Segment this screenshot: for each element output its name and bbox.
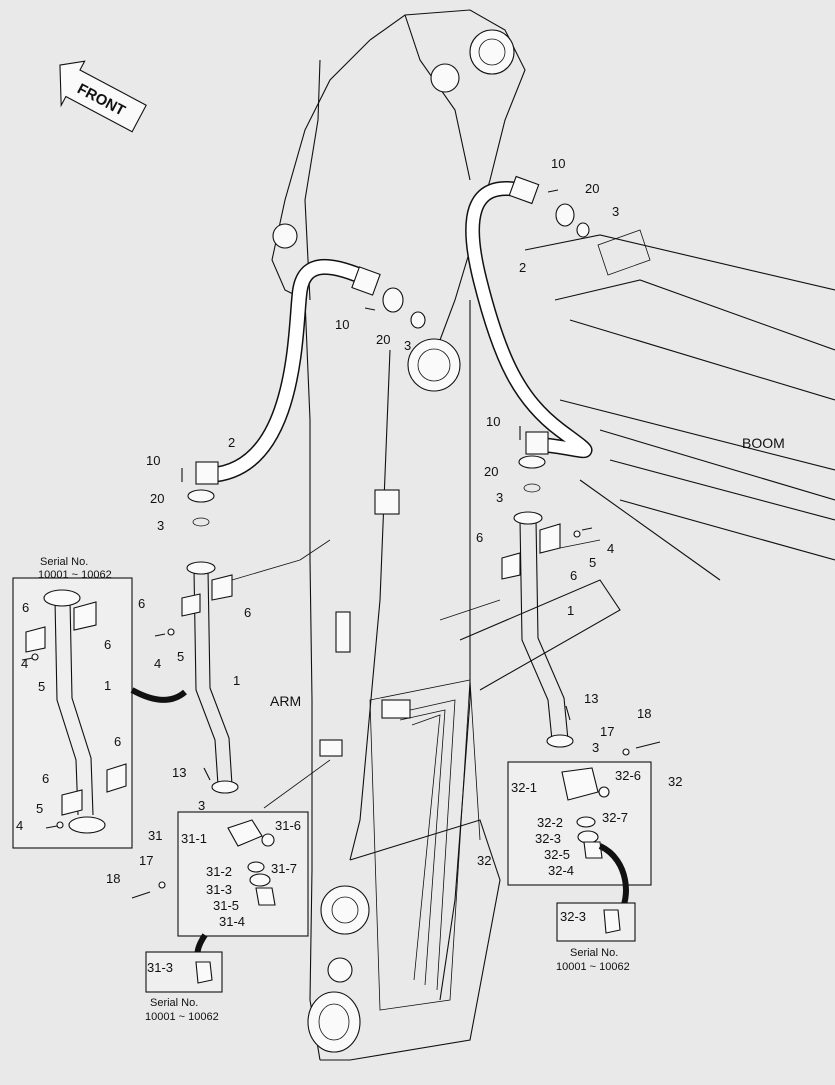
arm-label: ARM — [270, 693, 301, 709]
callout: 6 — [244, 605, 251, 620]
callout: 32-1 — [511, 780, 537, 795]
serial-inset-left: Serial No. 10001 ~ 10062 — [12, 556, 133, 849]
serial-heading-31: Serial No. — [150, 997, 198, 1009]
callout: 5 — [38, 679, 45, 694]
callout: 20 — [484, 464, 498, 479]
callout: 6 — [138, 596, 145, 611]
front-arrow: FRONT — [59, 60, 147, 133]
arm: ARM — [270, 39, 621, 1061]
callout: 2 — [228, 435, 235, 450]
callout: 20 — [376, 332, 390, 347]
callout: 18 — [106, 871, 120, 886]
callout: 10 — [335, 317, 349, 332]
callout: 32-2 — [537, 815, 563, 830]
callout: 5 — [36, 801, 43, 816]
callout: 2 — [519, 260, 526, 275]
callout: 10 — [146, 453, 160, 468]
callout: 4 — [21, 656, 28, 671]
callout: 4 — [154, 656, 161, 671]
callout: 31-7 — [271, 861, 297, 876]
callout: 32-3 — [535, 831, 561, 846]
inset-32-3: Serial No. 10001 ~ 10062 — [556, 902, 636, 973]
pipe-left — [181, 561, 239, 794]
callout: 3 — [592, 740, 599, 755]
callout: 31-2 — [206, 864, 232, 879]
inset-31-3: Serial No. 10001 ~ 10062 — [145, 951, 223, 1023]
assembly-31-box — [177, 811, 309, 937]
callout: 13 — [172, 765, 186, 780]
hose-flanges — [187, 203, 590, 527]
callout: 10 — [551, 156, 565, 171]
serial-range-32: 10001 ~ 10062 — [556, 961, 630, 973]
callout: 32-6 — [615, 768, 641, 783]
callout: 1 — [567, 603, 574, 618]
callout: 5 — [589, 555, 596, 570]
callout: 31-5 — [213, 898, 239, 913]
arm-pin-boss — [407, 338, 461, 392]
callout: 31-6 — [275, 818, 301, 833]
callout: 5 — [177, 649, 184, 664]
bolts — [21, 189, 661, 899]
callout: 20 — [585, 181, 599, 196]
callout: 32 — [668, 774, 682, 789]
callout: 18 — [637, 706, 651, 721]
callout: 3 — [198, 798, 205, 813]
pipe-right — [501, 511, 574, 748]
callout: 20 — [150, 491, 164, 506]
callout: 32-3 — [560, 909, 586, 924]
assembly-32-box — [507, 761, 652, 886]
boom: BOOM — [369, 9, 835, 581]
callout: 32-4 — [548, 863, 574, 878]
callout: 17 — [139, 853, 153, 868]
callout: 32-5 — [544, 847, 570, 862]
callout: 17 — [600, 724, 614, 739]
callout: 32 — [477, 853, 491, 868]
boom-label: BOOM — [742, 435, 785, 451]
serial-heading-32: Serial No. — [570, 947, 618, 959]
callout-labels: 10 20 3 2 10 20 3 10 2 20 3 10 20 3 4 6 … — [16, 156, 682, 975]
serial-range-left: 10001 ~ 10062 — [38, 569, 112, 581]
callout: 32-7 — [602, 810, 628, 825]
callout: 31-1 — [181, 831, 207, 846]
callout: 1 — [104, 678, 111, 693]
callout: 4 — [607, 541, 614, 556]
bucket-pin-boss — [307, 991, 361, 1053]
boom-pin-boss — [469, 29, 515, 75]
callout: 3 — [612, 204, 619, 219]
callout: 3 — [157, 518, 164, 533]
hose-right — [465, 175, 593, 459]
leader-lines — [231, 539, 601, 841]
callout: 31-3 — [206, 882, 232, 897]
serial-heading-left: Serial No. — [40, 556, 88, 568]
arm-lower-boss — [320, 885, 370, 935]
callout: 13 — [584, 691, 598, 706]
callout: 6 — [42, 771, 49, 786]
callout: 6 — [114, 734, 121, 749]
callout: 31-3 — [147, 960, 173, 975]
callout: 6 — [22, 600, 29, 615]
callout: 4 — [16, 818, 23, 833]
callout: 10 — [486, 414, 500, 429]
serial-range-31: 10001 ~ 10062 — [145, 1011, 219, 1023]
callout: 1 — [233, 673, 240, 688]
callout: 31-4 — [219, 914, 245, 929]
callout: 31 — [148, 828, 162, 843]
callout: 6 — [570, 568, 577, 583]
callout: 6 — [476, 530, 483, 545]
callout: 3 — [404, 338, 411, 353]
callout: 6 — [104, 637, 111, 652]
callout: 3 — [496, 490, 503, 505]
hose-left — [195, 259, 381, 485]
